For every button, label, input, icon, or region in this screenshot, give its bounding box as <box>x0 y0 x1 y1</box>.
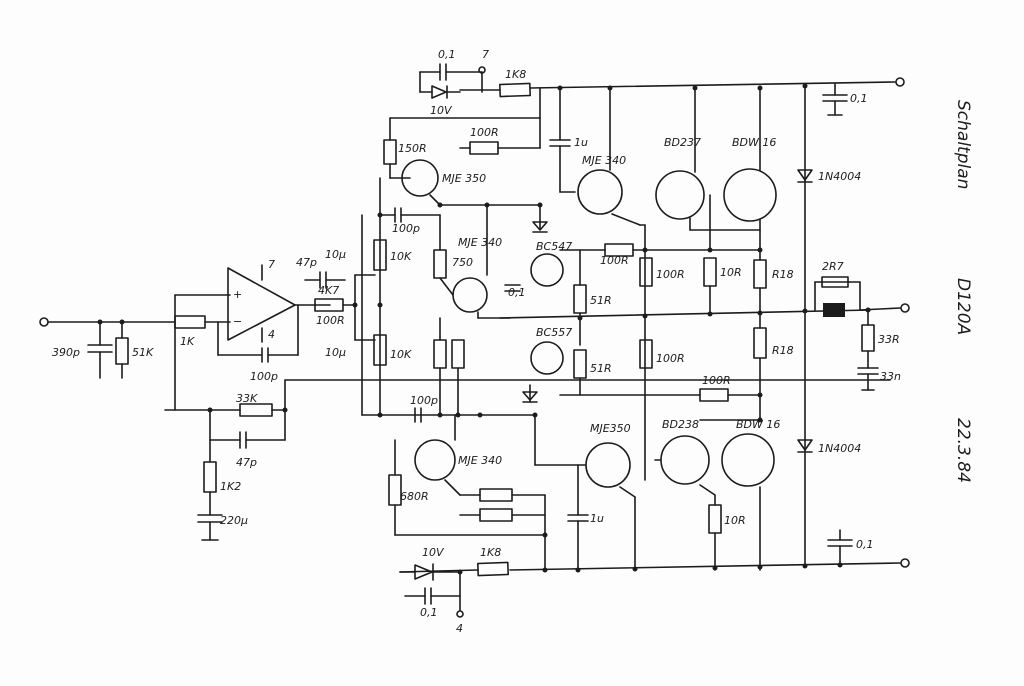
label-q-mje340-mid: MJE 340 <box>458 236 502 249</box>
negative-rail <box>399 558 910 577</box>
label-q-mje340-top: MJE 340 <box>582 154 626 167</box>
label-r-r18-b: R18 <box>772 344 794 357</box>
label-d-1n4004-top: 1N4004 <box>818 170 861 183</box>
label-r-750: 750 <box>452 256 473 269</box>
label-pin-4a: 4 <box>268 328 275 341</box>
label-r-1k2: 1K2 <box>220 480 241 493</box>
label-c-10u-b: 10µ <box>325 346 346 359</box>
label-q-mje340-bot: MJE 340 <box>458 454 502 467</box>
title-block: Schaltplan D120A 22.3.84 <box>953 100 973 483</box>
label-zener-top: 10V <box>430 104 453 117</box>
svg-text:−: − <box>233 315 242 328</box>
label-c-1u-top: 1u <box>574 136 588 149</box>
label-r-51k: 51K <box>132 346 154 359</box>
label-c-47p-b: 47p <box>236 456 257 469</box>
sheet-title: Schaltplan <box>953 100 973 189</box>
label-c-100p-a: 100p <box>392 222 420 235</box>
input-stage <box>39 294 231 411</box>
op-amp: + − <box>217 264 331 363</box>
label-r-10k-a: 10K <box>390 250 412 263</box>
label-q-bd237: BD237 <box>664 136 701 149</box>
label-r-680r: 680R <box>400 490 429 503</box>
label-c-220u: 220µ <box>220 514 248 527</box>
label-r-51r-a: 51R <box>590 294 612 307</box>
bias-stage <box>499 204 871 466</box>
label-r-100r-top: 100R <box>470 126 499 139</box>
label-c-01-top: 0,1 <box>438 48 456 61</box>
component-labels: 0,1 7 10V 1K8 0,1 150R 100R MJE 350 1u M… <box>52 48 901 635</box>
label-r-100r-e: 100R <box>656 352 685 365</box>
output-coupling <box>304 271 376 341</box>
label-r-1k: 1K <box>180 335 195 348</box>
feedback-network <box>164 379 891 541</box>
label-c-100p-b: 100p <box>250 370 278 383</box>
label-q-mje350-top: MJE 350 <box>442 172 486 185</box>
label-r-r18-a: R18 <box>772 268 794 281</box>
label-c-01-right-bot: 0,1 <box>856 538 874 551</box>
driver-stage <box>361 117 546 571</box>
label-pin-7: 7 <box>482 48 489 61</box>
positive-rail <box>389 77 905 119</box>
label-c-01-right-top: 0,1 <box>850 92 868 105</box>
bottom-filter-network <box>399 563 464 618</box>
output-network <box>797 83 910 566</box>
output-lower <box>567 419 775 571</box>
label-c-1u-bot: 1u <box>590 512 604 525</box>
label-pin-4b: 4 <box>456 622 463 635</box>
label-c-01-bot: 0,1 <box>420 606 438 619</box>
label-c-10u-a: 10µ <box>325 248 346 261</box>
sheet-date: 22.3.84 <box>953 418 973 483</box>
label-r-100r-c: 100R <box>656 268 685 281</box>
label-c-100p-c: 100p <box>410 394 438 407</box>
label-r-4k7: 4K7 <box>318 284 339 297</box>
label-r-51r-b: 51R <box>590 362 612 375</box>
junctions <box>97 83 871 575</box>
label-c-47p: 47p <box>296 256 317 269</box>
label-r-10r-a: 10R <box>720 266 742 279</box>
label-r-2r7: 2R7 <box>822 260 844 273</box>
sheet-model: D120A <box>953 278 973 335</box>
label-c-33n: 33n <box>880 370 901 383</box>
label-r-1k8-top: 1K8 <box>505 68 526 81</box>
output-upper <box>549 87 777 481</box>
label-r-33r: 33R <box>878 333 900 346</box>
label-q-mje350-bot: MJE350 <box>590 422 631 435</box>
label-pin-7b: 7 <box>268 258 275 271</box>
label-c-01-mid: 0,1 <box>508 286 526 299</box>
label-r-1k8-bot: 1K8 <box>480 546 501 559</box>
label-q-bdw16-bot: BDW 16 <box>736 418 780 431</box>
label-r-33k: 33K <box>236 392 258 405</box>
label-d-1n4004-bot: 1N4004 <box>818 442 861 455</box>
label-r-100r-d: 100R <box>316 314 345 327</box>
svg-text:+: + <box>233 288 242 301</box>
label-r-100r-b: 100R <box>600 254 629 267</box>
label-r-10k-b: 10K <box>390 348 412 361</box>
label-q-bc557: BC557 <box>536 326 572 339</box>
label-r-100r-f: 100R <box>702 374 731 387</box>
label-q-bd238: BD238 <box>662 418 699 431</box>
label-c-390p: 390p <box>52 346 80 359</box>
label-r-10r-b: 10R <box>724 514 746 527</box>
label-zener-bot: 10V <box>422 546 445 559</box>
label-r-150r: 150R <box>398 142 427 155</box>
label-q-bc547: BC547 <box>536 240 572 253</box>
top-filter-network <box>419 63 486 99</box>
label-q-bdw16-top: BDW 16 <box>732 136 776 149</box>
